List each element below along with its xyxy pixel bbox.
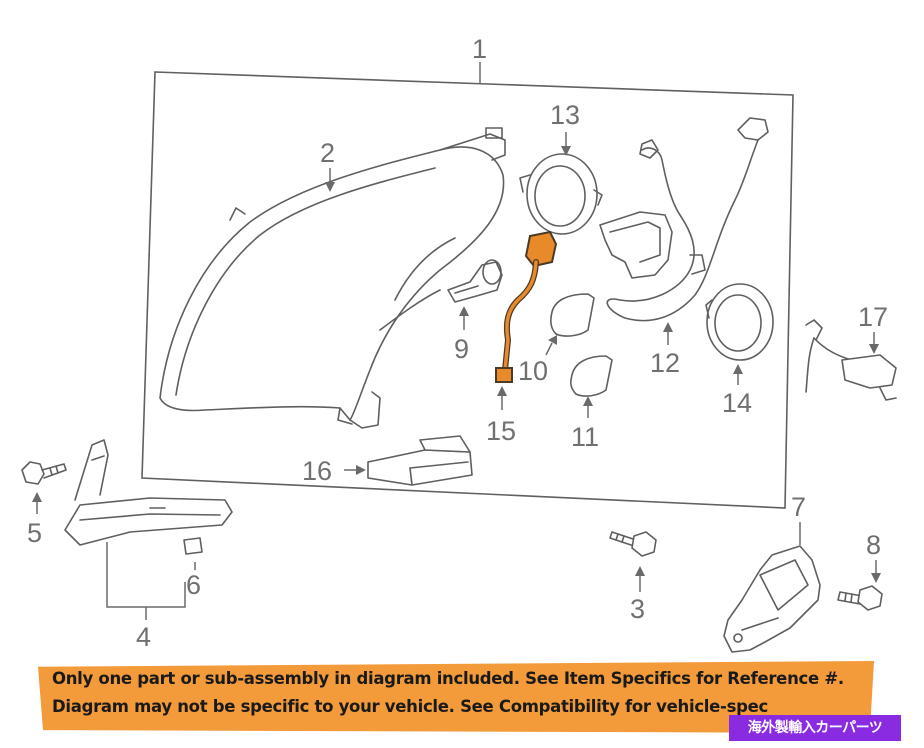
disclaimer-line-2: Diagram may not be specific to your vehi…: [52, 697, 769, 716]
part-14-cap: [705, 283, 774, 361]
arrow-10: [548, 335, 557, 345]
part-7-bracket: [723, 545, 821, 653]
headlamp-housing: [159, 127, 506, 429]
arrow-8: [871, 573, 881, 583]
seller-watermark: 海外製輸入カーパーツ: [729, 715, 901, 741]
arrow-14: [733, 364, 743, 374]
callout-14: 14: [722, 388, 752, 418]
part-8-bolt: [837, 585, 883, 611]
arrow-9: [459, 306, 469, 316]
arrow-13: [561, 146, 571, 156]
part-13-cap: [519, 153, 603, 235]
part-12-harness-bracket: [599, 117, 769, 322]
leader-10: [545, 342, 553, 356]
callout-2: 2: [320, 138, 335, 168]
arrow-16: [356, 465, 366, 475]
arrow-5: [32, 492, 42, 502]
callout-6: 6: [186, 570, 201, 600]
leader-4: [106, 542, 186, 608]
callout-13: 13: [550, 100, 580, 130]
callout-12: 12: [650, 348, 680, 378]
arrow-12: [663, 322, 673, 332]
part-10-shield: [550, 293, 595, 337]
disclaimer-line-1: Only one part or sub-assembly in diagram…: [52, 669, 844, 688]
part-15-harness: [495, 230, 558, 383]
part-16-module: [367, 435, 473, 486]
callout-16: 16: [302, 456, 332, 486]
callout-8: 8: [866, 530, 881, 560]
callout-15: 15: [486, 416, 516, 446]
part-3-bolt: [609, 531, 657, 557]
callout-9: 9: [454, 334, 469, 364]
callout-11: 11: [571, 422, 599, 452]
arrow-17: [869, 344, 879, 354]
callout-1: 1: [472, 34, 487, 64]
callout-10: 10: [518, 356, 548, 386]
part-6-clip: [183, 537, 203, 555]
part-17-connector: [805, 319, 897, 401]
callout-7: 7: [791, 492, 806, 522]
arrow-2: [325, 182, 335, 192]
part-4-lamp-strip: [64, 439, 233, 546]
callout-3: 3: [630, 594, 645, 624]
part-11-shield: [570, 355, 613, 397]
callout-4: 4: [136, 622, 151, 652]
part-9-bulb: [447, 259, 503, 303]
callout-5: 5: [27, 518, 42, 548]
arrow-15: [497, 386, 507, 396]
arrow-3: [635, 566, 645, 576]
part-5-bolt: [21, 461, 67, 485]
arrow-11: [583, 396, 593, 406]
callout-17: 17: [858, 302, 888, 332]
